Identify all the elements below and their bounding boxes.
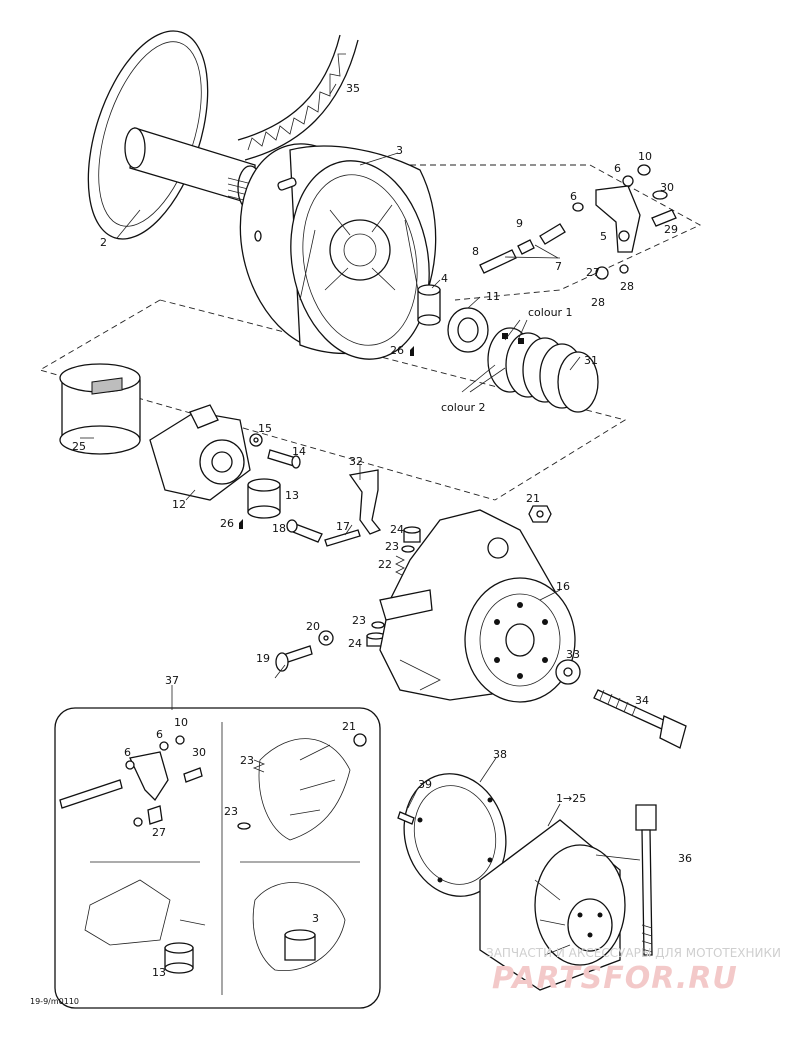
washer-part-20 (318, 630, 334, 646)
washer-part-23 (371, 545, 415, 629)
callout-15: 15 (258, 422, 272, 435)
callout-20: 20 (306, 620, 320, 633)
callout-31: 31 (584, 354, 598, 367)
callout-25: 25 (72, 440, 86, 453)
nut-part-21 (528, 505, 552, 523)
callout-colour-1: colour 1 (528, 306, 573, 319)
washer-part-33 (555, 659, 581, 685)
screw-part-18 (286, 519, 323, 543)
bolt-part-36 (635, 804, 657, 956)
screw-part-19 (275, 645, 313, 672)
callout-26b: 26 (220, 517, 234, 530)
callout-13: 13 (285, 489, 299, 502)
callout-10: 10 (638, 150, 652, 163)
callout-39: 39 (418, 778, 432, 791)
callout-29: 29 (664, 223, 678, 236)
watermark-tagline: ЗАПЧАСТИ И АКСЕССУАРЫ ДЛЯ МОТОТЕХНИКИ (486, 946, 781, 960)
inset-callout-6a: 6 (124, 746, 131, 759)
figure-code: 19-9/m0110 (30, 997, 79, 1006)
inset-callout-labels: 6 6 10 30 27 21 23 23 3 13 (124, 716, 356, 979)
callout-27: 27 (586, 266, 600, 279)
callout-34: 34 (635, 694, 649, 707)
lever-part-32 (348, 469, 382, 535)
callout-6a: 6 (614, 162, 621, 175)
callout-26a: 26 (390, 344, 404, 357)
inset-cup-sketch (237, 733, 367, 841)
callout-21: 21 (526, 492, 540, 505)
callout-5: 5 (600, 230, 607, 243)
callout-30: 30 (660, 181, 674, 194)
marker-part-26 (239, 346, 414, 529)
lever-assembly-parts-5-10 (479, 164, 677, 280)
callout-14: 14 (292, 445, 306, 458)
callout-labels: 2 3 4 5 6 6 7 8 9 10 11 12 13 14 15 16 1… (72, 82, 692, 865)
callout-17: 17 (336, 520, 350, 533)
inset-callout-3: 3 (312, 912, 319, 925)
callout-23a: 23 (385, 540, 399, 553)
callout-38: 38 (493, 748, 507, 761)
bushing-part-13 (247, 478, 281, 519)
callout-3: 3 (396, 144, 403, 157)
callout-28a: 28 (620, 280, 634, 293)
driven-pulley-assembly-part-1-25 (479, 819, 626, 991)
bushing-part-4 (417, 284, 441, 326)
governor-cup-part-16 (379, 509, 576, 703)
callout-18: 18 (272, 522, 286, 535)
inset-box-part-37 (54, 707, 381, 1009)
watermark: ЗАПЧАСТИ И АКСЕССУАРЫ ДЛЯ МОТОТЕХНИКИ PA… (486, 946, 781, 996)
roller-pin-part-17 (324, 529, 361, 547)
inset-callout-21: 21 (342, 720, 356, 733)
cover-plate-part-38 (403, 773, 507, 897)
screw-part-39 (397, 811, 415, 825)
inset-callout-13: 13 (152, 966, 166, 979)
inset-callout-23a: 23 (240, 754, 254, 767)
callout-23b: 23 (352, 614, 366, 627)
roller-part-24 (403, 526, 421, 543)
callout-33: 33 (566, 648, 580, 661)
drive-belt-part-35 (237, 34, 359, 161)
bolt-part-34 (593, 689, 687, 749)
callout-36: 36 (678, 852, 692, 865)
inset-callout-23b: 23 (224, 805, 238, 818)
inset-callout-30: 30 (192, 746, 206, 759)
callout-7: 7 (555, 260, 562, 273)
callout-6b: 6 (570, 190, 577, 203)
washer-part-11 (447, 307, 489, 353)
inset-lever-sketch (59, 735, 203, 827)
callout-22: 22 (378, 558, 392, 571)
spider-part-12 (149, 404, 251, 501)
callout-1-to-25: 1→25 (556, 792, 586, 805)
callout-9: 9 (516, 217, 523, 230)
callout-35: 35 (346, 82, 360, 95)
washer-part-15 (249, 433, 263, 447)
inset-callout-27: 27 (152, 826, 166, 839)
callout-8: 8 (472, 245, 479, 258)
fixed-sheave-part-2 (87, 30, 263, 240)
callout-colour-2: colour 2 (441, 401, 486, 414)
callout-37: 37 (165, 674, 179, 687)
inset-sheave-sketch (252, 882, 346, 972)
callout-24b: 24 (348, 637, 362, 650)
callout-4: 4 (441, 272, 448, 285)
callout-32: 32 (349, 455, 363, 468)
spring-part-22 (395, 555, 405, 577)
callout-24a: 24 (390, 523, 404, 536)
callout-16: 16 (556, 580, 570, 593)
watermark-brand: PARTSFOR.RU (492, 961, 738, 996)
callout-19: 19 (256, 652, 270, 665)
movable-sheave-part-3 (239, 143, 437, 360)
inset-callout-6b: 6 (156, 728, 163, 741)
callout-12: 12 (172, 498, 186, 511)
sleeve-part-25 (59, 363, 141, 455)
screw-part-14 (267, 449, 301, 469)
inset-spider-sketch (84, 879, 206, 974)
inset-callout-10: 10 (174, 716, 188, 729)
callout-2: 2 (100, 236, 107, 249)
spring-part-31 (487, 327, 599, 413)
leader-lines (80, 83, 641, 861)
callout-11: 11 (486, 290, 500, 303)
callout-28b: 28 (591, 296, 605, 309)
